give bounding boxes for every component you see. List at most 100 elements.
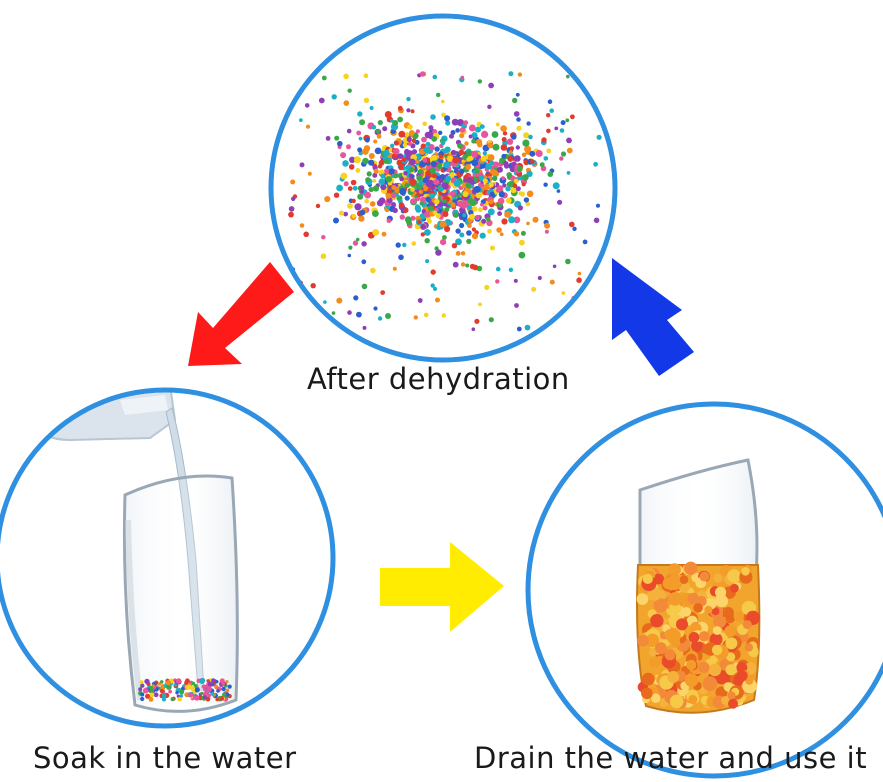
bead	[384, 111, 392, 118]
bead	[153, 692, 159, 698]
bead	[288, 317, 294, 323]
hydrated-bead	[650, 693, 661, 703]
bead	[469, 213, 475, 220]
bead	[390, 143, 395, 148]
bead	[191, 681, 196, 686]
bead	[401, 157, 407, 163]
bead	[435, 297, 440, 303]
bead	[357, 193, 364, 200]
bead	[383, 158, 389, 164]
bead	[474, 318, 480, 324]
bead	[397, 153, 404, 160]
bead	[148, 697, 154, 702]
bead	[362, 148, 369, 155]
bead	[206, 679, 210, 683]
hydrated-bead	[733, 611, 744, 622]
bead	[560, 151, 567, 157]
bead	[337, 140, 343, 147]
bead	[482, 151, 487, 156]
bead	[478, 175, 485, 181]
bead	[210, 692, 215, 696]
bead	[358, 136, 363, 141]
bead	[543, 182, 548, 187]
bead	[184, 692, 190, 698]
bead	[419, 71, 426, 77]
bead	[506, 172, 512, 178]
bead	[532, 216, 539, 223]
bead	[430, 185, 436, 191]
bead	[489, 160, 495, 166]
bead	[194, 695, 200, 701]
soak-glass-image	[0, 390, 333, 726]
bead	[466, 157, 471, 162]
bead	[464, 141, 469, 146]
bead	[577, 271, 582, 276]
bead	[380, 183, 387, 191]
hydrated-bead	[641, 687, 653, 700]
bead	[149, 692, 155, 698]
bead	[299, 162, 305, 168]
bead	[214, 684, 218, 688]
hydrated-bead	[702, 676, 718, 691]
bead	[543, 156, 549, 161]
bead	[361, 259, 367, 265]
bead	[444, 146, 451, 153]
bead	[457, 200, 464, 208]
bead	[145, 693, 150, 699]
bead	[340, 172, 348, 180]
bead	[471, 227, 476, 232]
bead	[142, 687, 149, 694]
bead	[366, 171, 372, 177]
hydrated-bead	[698, 631, 710, 642]
bead	[333, 217, 339, 224]
bead	[321, 75, 327, 81]
bead	[516, 165, 523, 172]
bead	[343, 73, 349, 80]
bead	[459, 222, 465, 229]
bead	[378, 178, 386, 186]
bead	[383, 168, 390, 175]
hydrated-bead	[686, 659, 697, 671]
bead	[486, 216, 491, 222]
bead	[438, 130, 443, 135]
bead	[290, 179, 296, 185]
bead	[481, 155, 487, 162]
bead	[380, 173, 386, 179]
bead	[399, 214, 405, 220]
hydrated-bead	[744, 643, 754, 652]
bead	[444, 225, 451, 233]
bead	[424, 229, 431, 236]
bead	[415, 129, 420, 134]
bead	[399, 176, 405, 182]
bead	[305, 124, 311, 129]
bead	[462, 191, 469, 198]
bead	[487, 154, 495, 161]
bead	[556, 189, 561, 193]
bead	[561, 291, 566, 295]
bead	[594, 316, 600, 322]
bead	[368, 186, 374, 193]
bead	[463, 120, 469, 126]
bead	[346, 128, 352, 134]
bead	[526, 121, 531, 126]
hydrated-bead	[715, 586, 727, 598]
bead	[499, 232, 504, 237]
bead	[505, 197, 512, 204]
bead	[307, 171, 312, 176]
hydrated-bead	[713, 573, 723, 583]
bead	[372, 172, 378, 178]
bead	[439, 154, 444, 159]
bead	[368, 153, 375, 159]
bead	[595, 203, 601, 208]
bead	[517, 72, 523, 77]
bead	[138, 687, 143, 692]
bead	[347, 253, 352, 258]
hydrated-bead	[727, 691, 736, 700]
bead	[459, 127, 466, 133]
bead	[372, 178, 377, 183]
bead	[388, 168, 395, 175]
blue-arrow-icon	[612, 258, 694, 376]
bead	[159, 680, 164, 684]
bead	[560, 120, 566, 126]
bead	[492, 175, 498, 182]
